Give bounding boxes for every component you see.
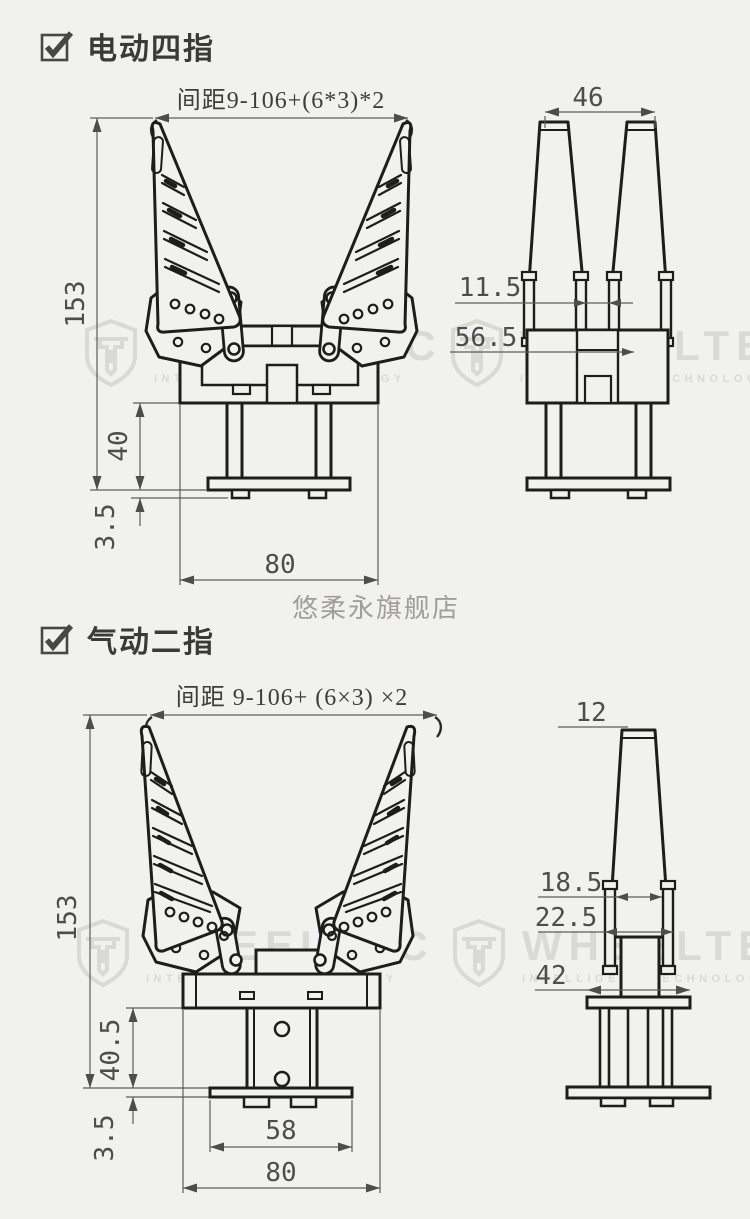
section-title-pneumatic-two-finger: 气动二指 bbox=[40, 617, 215, 661]
drawing-electric-four-finger: 间距9-106+(6*3)*2 153 40 3.5 80 46 11.5 56… bbox=[61, 83, 675, 585]
side-view-dimensions bbox=[450, 107, 656, 356]
dim-base-width: 80 bbox=[265, 1158, 296, 1188]
dim-spacing-label: 间距 9-106+ (6×3) ×2 bbox=[176, 684, 409, 711]
dim-side-tip-width: 12 bbox=[575, 698, 606, 728]
section-title-label: 气动二指 bbox=[87, 626, 215, 659]
store-watermark: 悠柔永旗舰店 bbox=[292, 593, 461, 623]
side-view bbox=[535, 726, 712, 1108]
dim-base-width: 80 bbox=[264, 550, 295, 580]
finger-left bbox=[139, 724, 243, 976]
finger-left bbox=[144, 121, 245, 368]
dim-plate-thickness: 3.5 bbox=[91, 504, 121, 551]
section-title-label: 电动四指 bbox=[87, 33, 215, 66]
dim-inner-width: 58 bbox=[265, 1116, 296, 1146]
finger-right bbox=[319, 123, 417, 366]
dim-side-body: 56.5 bbox=[455, 323, 518, 353]
drawing-pneumatic-two-finger: 间距 9-106+ (6×3) ×2 153 40.5 3.5 58 80 12… bbox=[53, 684, 712, 1193]
section-title-electric-four-finger: 电动四指 bbox=[40, 24, 215, 68]
dim-plate-thickness: 3.5 bbox=[90, 1115, 120, 1162]
dim-total-height: 153 bbox=[61, 281, 91, 328]
side-view bbox=[450, 107, 675, 500]
dim-side-top-width: 46 bbox=[572, 83, 603, 113]
checked-checkbox-icon bbox=[40, 624, 74, 655]
checked-checkbox-icon bbox=[40, 31, 74, 62]
dim-spacing-label: 间距9-106+(6*3)*2 bbox=[177, 87, 386, 114]
gripper-base bbox=[181, 948, 382, 1109]
finger-right bbox=[314, 726, 415, 975]
side-view-dimensions bbox=[535, 726, 690, 995]
dim-mount-height: 40 bbox=[104, 430, 134, 461]
dim-side-finger-width: 18.5 bbox=[540, 868, 603, 898]
dim-total-height: 153 bbox=[53, 895, 83, 942]
dim-side-rail-width: 22.5 bbox=[535, 903, 598, 933]
dim-side-gap: 11.5 bbox=[459, 273, 522, 303]
dim-mount-height: 40.5 bbox=[96, 1019, 126, 1082]
dim-side-flange-width: 42 bbox=[535, 961, 566, 991]
